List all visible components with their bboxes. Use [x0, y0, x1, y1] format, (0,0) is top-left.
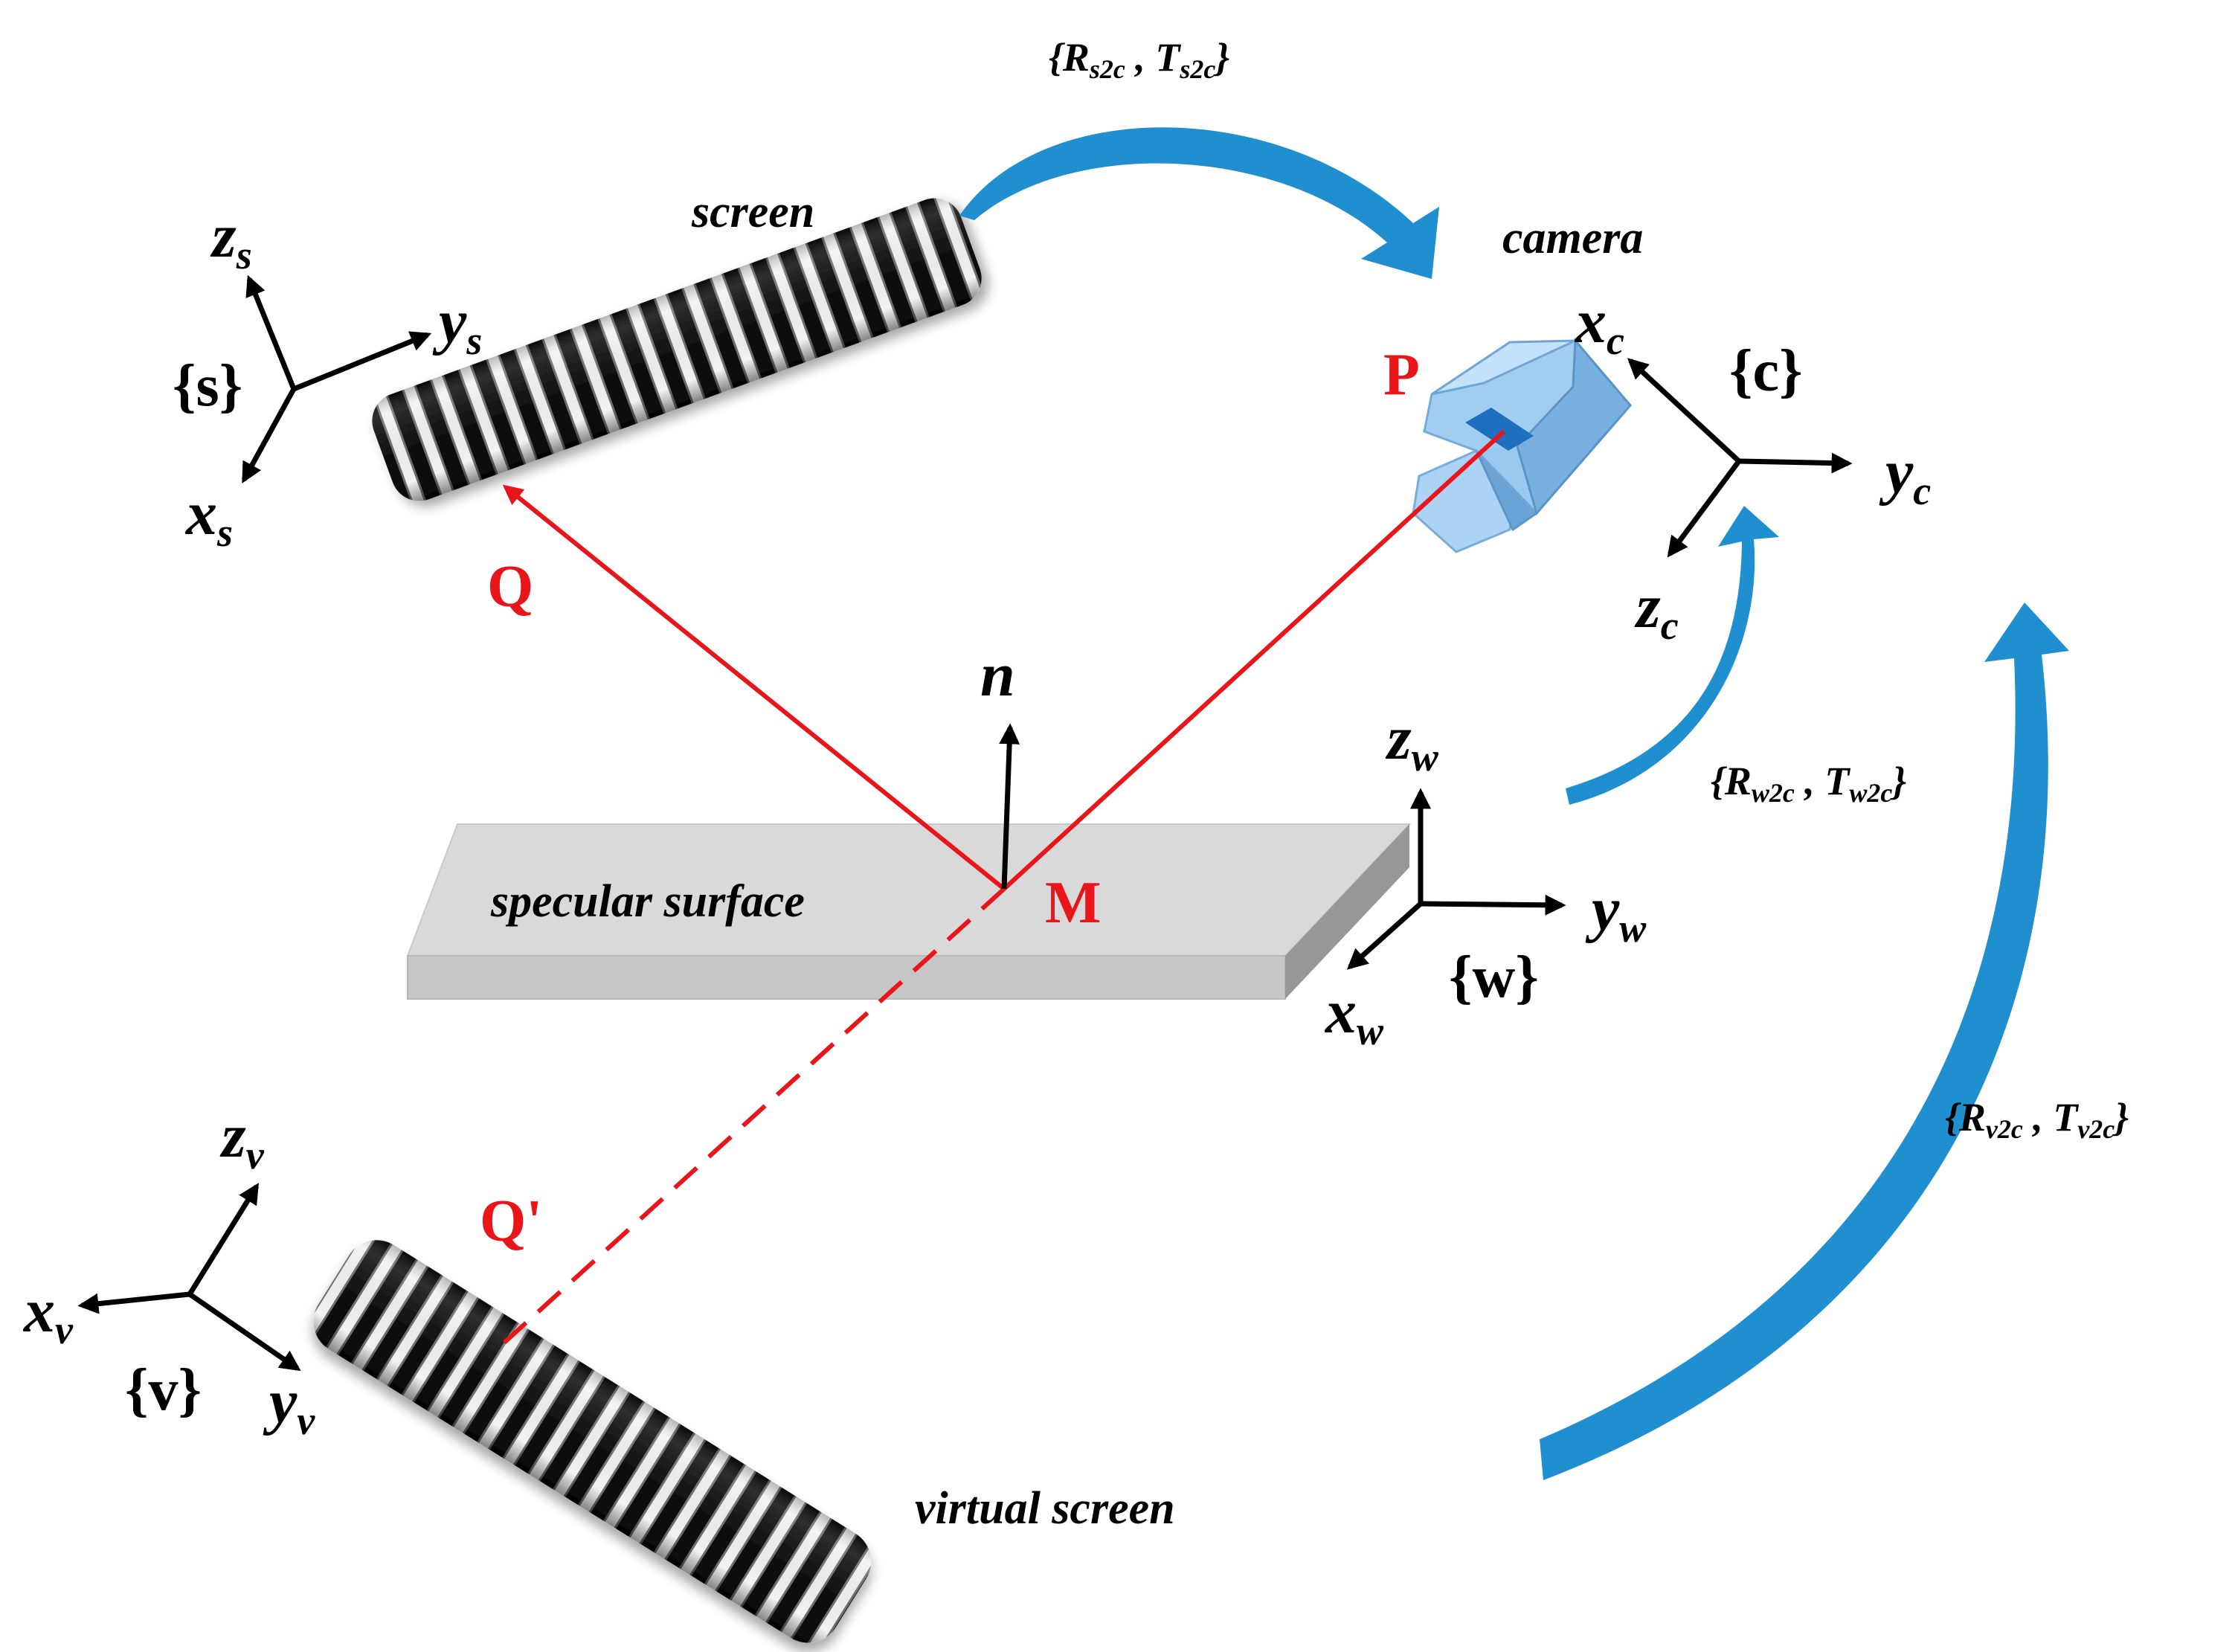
axis-zc [1667, 459, 1741, 558]
camera-sensor [1465, 408, 1534, 451]
arrow-s2c [959, 127, 1439, 279]
ray-M-to-Q [502, 484, 1006, 891]
surface-side-face [1285, 824, 1409, 999]
axis-zs [245, 274, 297, 390]
frame-v-axes [77, 1183, 301, 1372]
axis-zs-label: zs [210, 202, 252, 277]
axis-yc-label: yc [1879, 437, 1931, 513]
axis-yw [1420, 894, 1566, 916]
frame-w-axes [1346, 788, 1566, 970]
label-screen: screen [691, 187, 814, 237]
point-Q: Q [487, 554, 533, 620]
axis-ys [292, 331, 432, 392]
axis-xv-label: xv [22, 1276, 74, 1352]
axis-zv [187, 1183, 259, 1296]
virtual-screen [313, 1240, 872, 1643]
frame-w-name: {w} [1449, 945, 1539, 1010]
axis-yc [1738, 452, 1853, 474]
arrow-v2c [1540, 602, 2069, 1480]
camera-body-right [1516, 338, 1632, 516]
point-P: P [1383, 342, 1420, 408]
axis-xs-label: xs [184, 479, 233, 555]
screen [372, 198, 982, 501]
axis-yv-label: yv [263, 1367, 315, 1443]
label-virtual-screen: virtual screen [915, 1483, 1175, 1534]
ray-M-to-P [1002, 429, 1506, 891]
frame-c-name: {c} [1729, 338, 1803, 404]
transform-s2c-label: {Rs2c , Ts2c} [1049, 35, 1229, 84]
axis-yw-label: yw [1585, 875, 1647, 951]
virtual-ray-M-to-Qprime [502, 887, 1006, 1345]
arrow-w2c [1566, 506, 1779, 805]
rays [502, 429, 1506, 1345]
point-Qprime: Q' [480, 1189, 542, 1254]
axis-zv-label: zv [219, 1102, 265, 1177]
frame-s-name: {s} [173, 353, 242, 419]
axis-xc [1627, 358, 1741, 463]
transform-v2c-label: {Rv2c , Tv2c} [1945, 1095, 2129, 1144]
specular-surface [406, 823, 1412, 1000]
surface-front-face [407, 955, 1286, 1000]
axis-ys-label: ys [432, 287, 482, 363]
axis-xw [1346, 901, 1423, 970]
axis-xc-label: xc [1574, 287, 1624, 363]
label-camera: camera [1502, 213, 1643, 263]
frame-s-axes [241, 274, 432, 483]
frame-c-axes [1627, 358, 1853, 558]
axis-zw-label: zw [1385, 704, 1439, 780]
normal-vector [999, 723, 1020, 890]
label-normal: n [980, 640, 1015, 710]
axis-xw-label: xw [1324, 977, 1384, 1053]
axis-yv [188, 1292, 301, 1372]
point-M: M [1045, 870, 1102, 936]
camera [1412, 338, 1632, 553]
label-specular-surface: specular surface [490, 876, 805, 927]
transform-w2c-label: {Rw2c , Tw2c} [1711, 759, 1906, 808]
axis-xv [77, 1291, 190, 1314]
frame-v-name: {v} [125, 1357, 202, 1423]
axis-xs [241, 388, 297, 483]
axis-zc-label: zc [1634, 572, 1679, 648]
